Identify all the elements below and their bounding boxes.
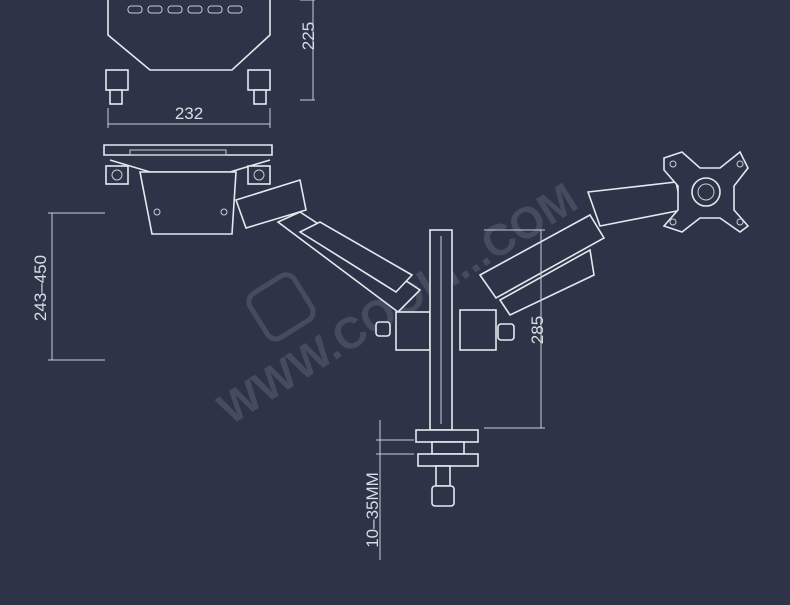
left-arm-gas-spring <box>298 221 414 294</box>
left-arm-knob <box>375 321 391 337</box>
right-arm-gas-spring <box>498 248 595 317</box>
tray-top-outline <box>107 0 271 71</box>
tray-clip-left-foot <box>109 89 123 105</box>
clamp-upper-block <box>431 441 465 455</box>
dim-tray-width: 232 <box>175 104 203 123</box>
vesa-center-hub <box>691 177 721 207</box>
tray-side-lip <box>109 159 271 173</box>
dim-arm-range: 243–450 <box>31 255 50 321</box>
tray-side-view <box>103 144 273 235</box>
tray-clip-right-foot <box>253 89 267 105</box>
right-arm-lower-link <box>478 213 606 300</box>
tray-top-view: 225 232 <box>105 0 318 128</box>
right-arm-knob <box>497 323 515 341</box>
right-arm <box>459 181 683 351</box>
dim-pole-height: 285 <box>528 316 547 344</box>
tray-vesa-plate <box>139 171 237 235</box>
dim-tray-height: 225 <box>299 22 318 50</box>
left-arm-upper-link <box>234 178 307 229</box>
left-arm <box>234 178 431 351</box>
dim-clamp-range-group: 10–35MM <box>363 420 414 560</box>
desk-clamp <box>415 429 479 507</box>
clamp-handle <box>431 485 455 507</box>
tray-side-clip-right <box>247 165 271 185</box>
tray-clip-left <box>105 69 129 91</box>
right-arm-upper-link <box>586 181 683 227</box>
tray-clip-right <box>247 69 271 91</box>
right-arm-joint <box>459 309 497 351</box>
vesa-plate <box>662 150 750 233</box>
clamp-bottom-plate <box>417 453 479 467</box>
tray-vent-slots <box>127 5 243 14</box>
left-arm-joint <box>395 311 431 351</box>
dim-pole-height-group: 285 <box>484 229 547 429</box>
clamp-top-plate <box>415 429 479 443</box>
dim-arm-range-group: 243–450 <box>31 212 105 361</box>
center-pole <box>429 229 453 431</box>
tray-side-clip-left <box>105 165 129 185</box>
watermark-logo <box>246 272 316 342</box>
clamp-screw <box>435 465 451 487</box>
dim-clamp-range: 10–35MM <box>363 472 382 548</box>
